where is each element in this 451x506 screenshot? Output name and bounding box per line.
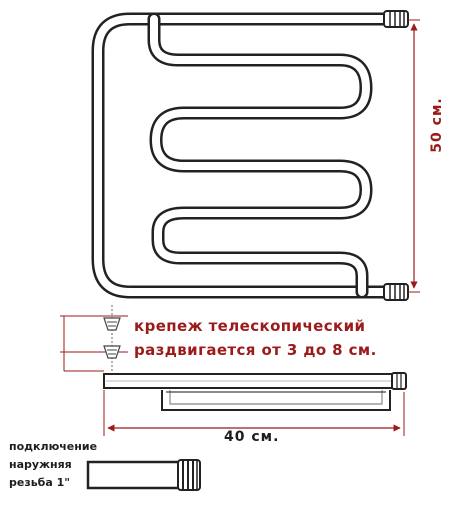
thread-end-top (383, 10, 409, 28)
front-view-pipe (91, 12, 399, 299)
connection-note-line2: наружняя (9, 458, 72, 471)
top-view-rail (103, 372, 407, 411)
mount-note-line2: раздвигается от 3 до 8 см. (134, 341, 377, 359)
pipe-inner (94, 15, 396, 296)
width-dimension (103, 390, 405, 436)
threaded-connection-pipe (86, 459, 201, 491)
connection-note-line3: резьба 1" (9, 476, 70, 489)
thread-end-bottom (383, 283, 409, 301)
serpentine-inner (150, 15, 370, 296)
width-dimension-label: 40 см. (224, 429, 280, 445)
height-dimension-label: 50 см. (429, 97, 445, 153)
telescopic-mount-detail (60, 305, 128, 372)
height-dimension (408, 19, 420, 293)
mount-note-line1: крепеж телескопический (134, 317, 366, 335)
connection-note-line1: подключение (9, 440, 98, 453)
